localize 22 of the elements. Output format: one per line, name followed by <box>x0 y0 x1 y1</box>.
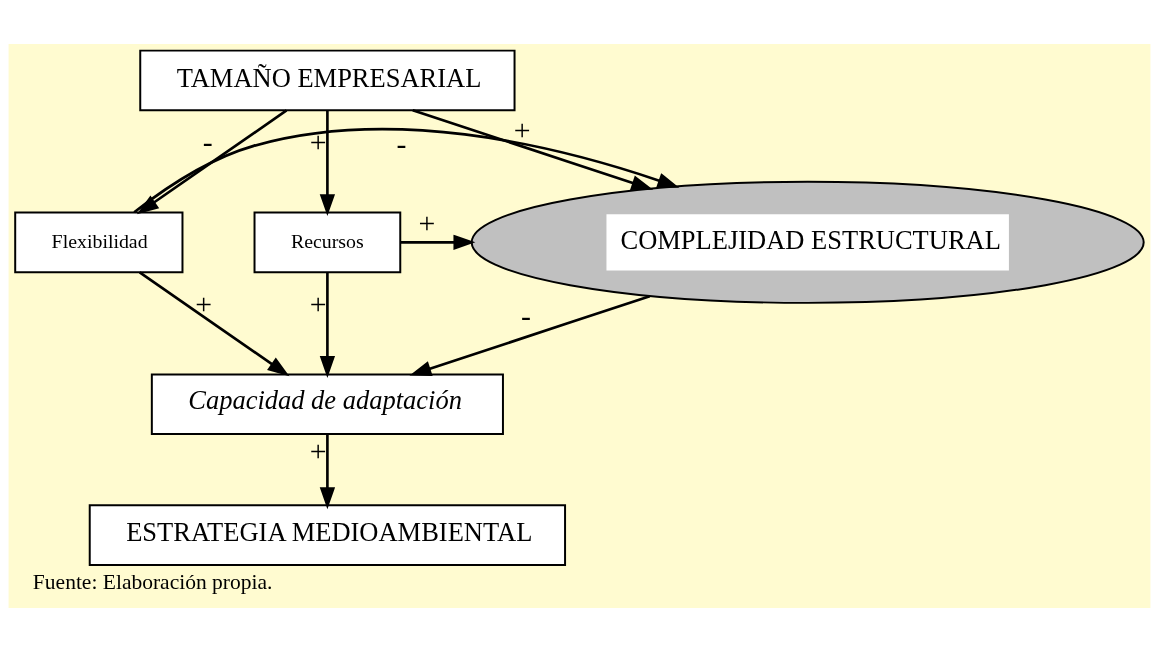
node-box: Capacidad de adaptación <box>150 373 504 436</box>
node-box: ESTRATEGIA MEDIOAMBIENTAL <box>88 504 567 566</box>
edge-label: + <box>309 124 327 158</box>
arrow <box>412 109 654 191</box>
edge-label: + <box>418 206 436 240</box>
edge-label: - <box>202 124 213 158</box>
node-box: TAMAÑO EMPRESARIAL <box>139 49 516 112</box>
caption: Fuente: Elaboración propia. <box>32 569 273 594</box>
edge-label: + <box>309 286 327 320</box>
node-box: Recursos <box>253 211 402 274</box>
node-box: Flexibilidad <box>14 211 184 274</box>
arrow <box>409 294 651 376</box>
edge-label: + <box>309 433 327 467</box>
arrow <box>319 110 336 217</box>
edge-label: + <box>513 113 531 147</box>
edge-label: + <box>195 286 213 320</box>
arrow <box>400 234 476 251</box>
arrow <box>138 271 290 377</box>
arrow <box>319 272 336 378</box>
arrow <box>319 434 336 510</box>
edge-label: - <box>396 126 407 160</box>
node-ellipse: COMPLEJIDAD ESTRUCTURAL <box>470 180 1145 304</box>
